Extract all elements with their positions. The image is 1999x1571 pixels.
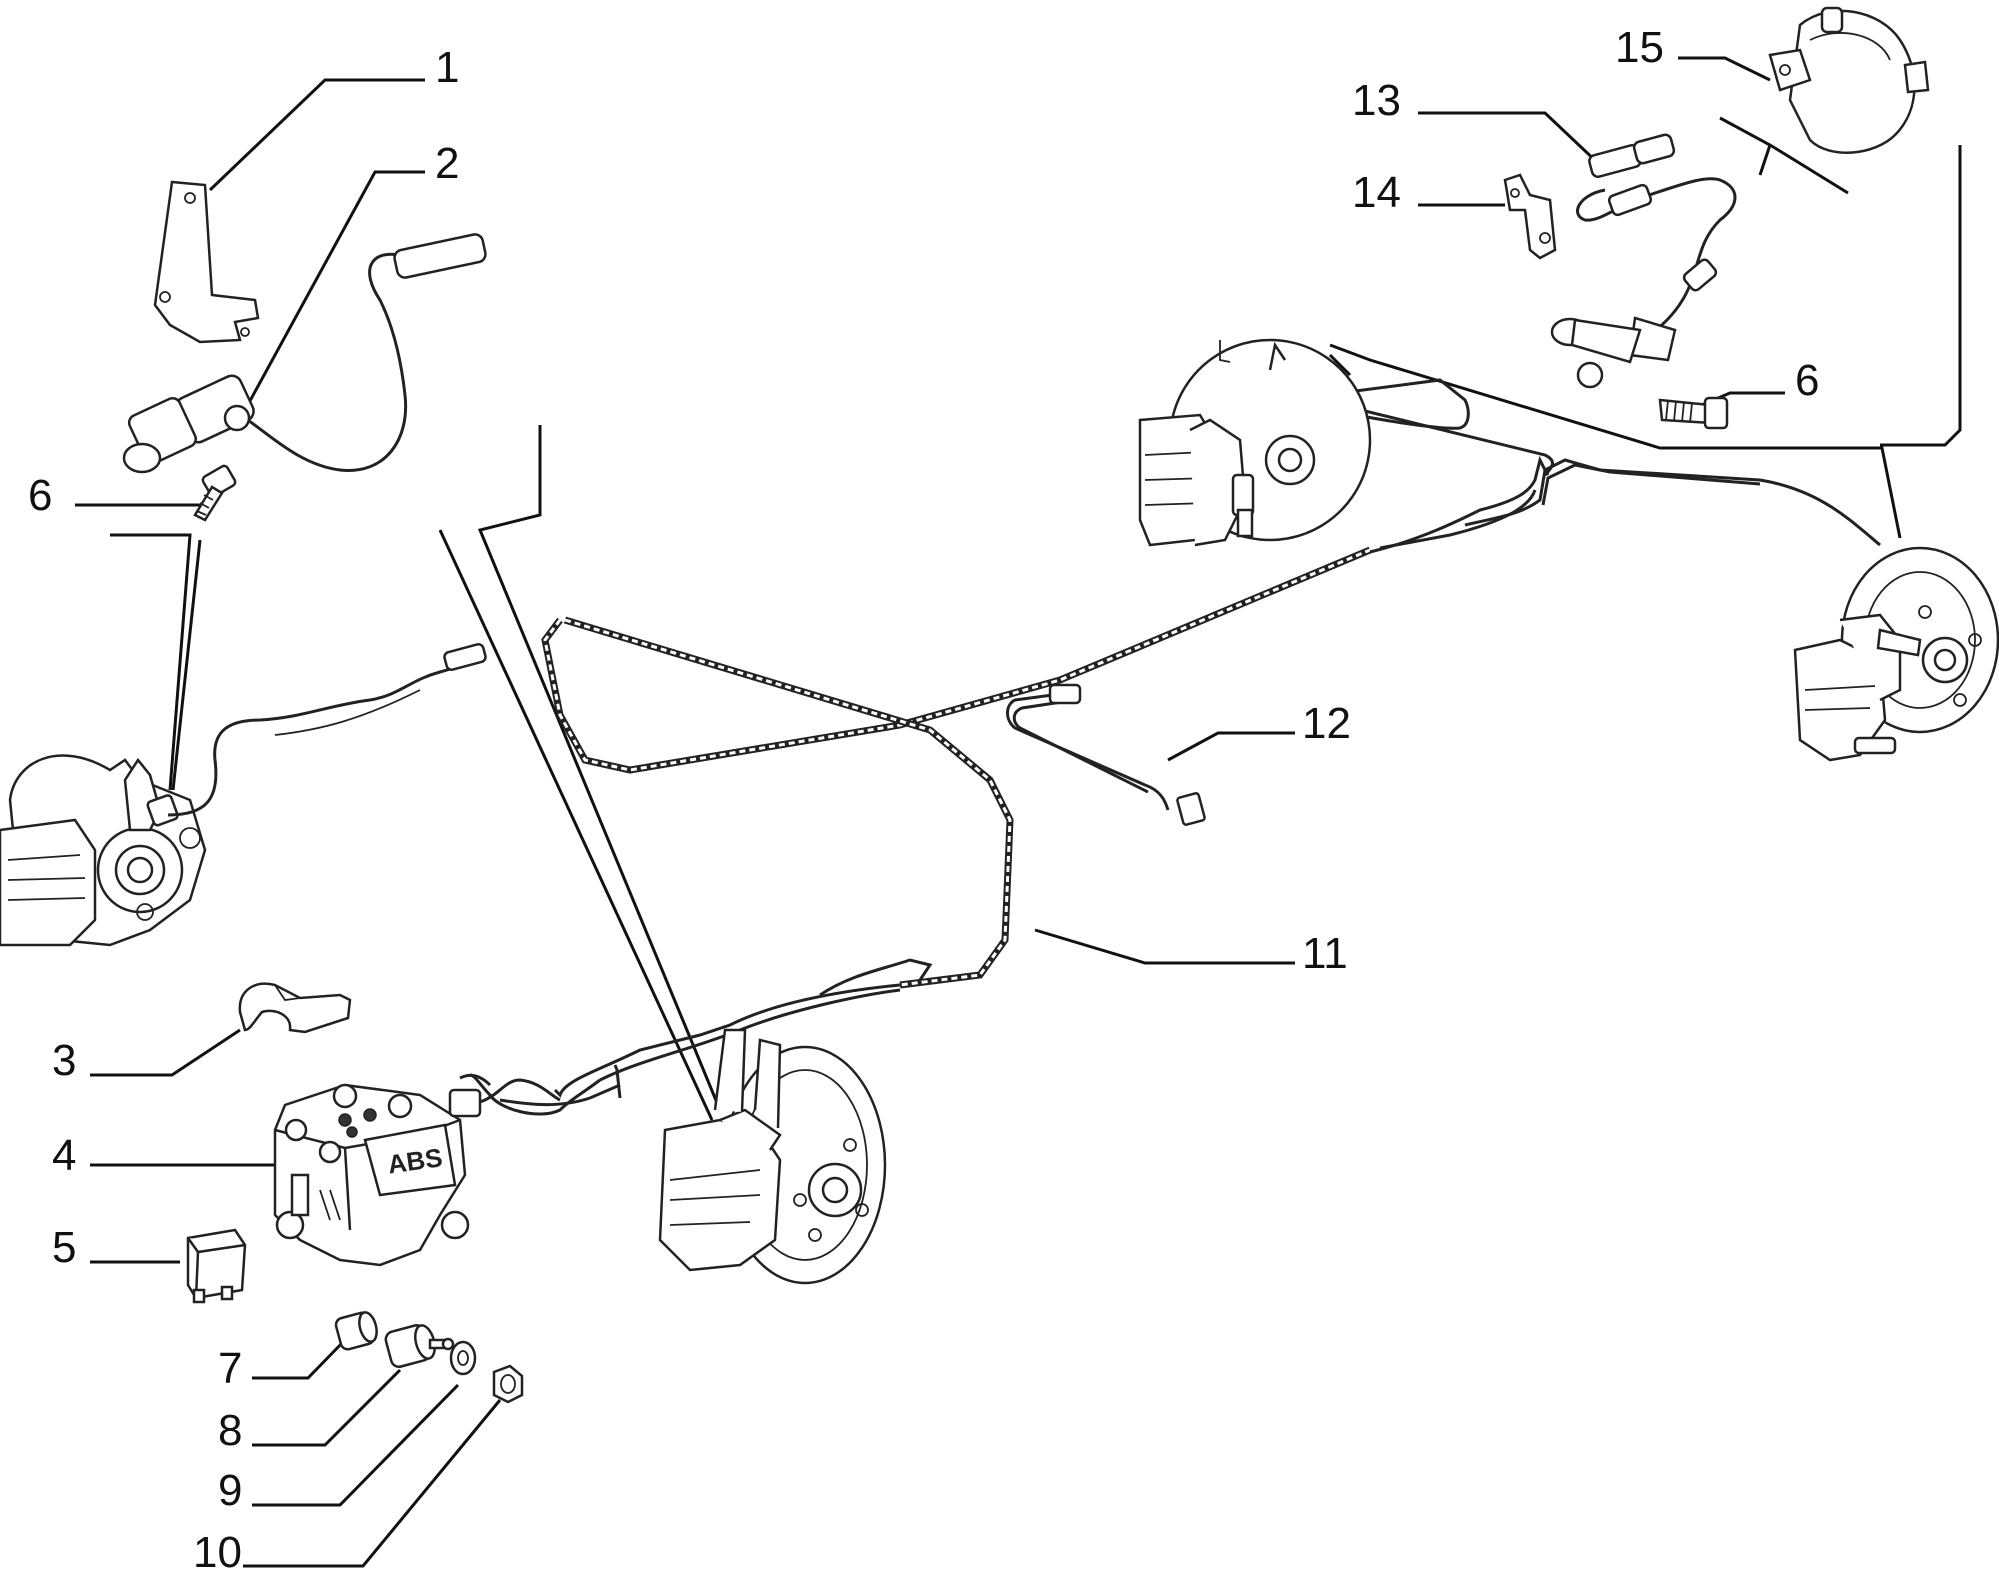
sensor-lead bbox=[1006, 683, 1206, 826]
callout-11: 11 bbox=[1302, 929, 1348, 978]
sensor-clip bbox=[1503, 173, 1557, 260]
rubber-mount bbox=[384, 1323, 455, 1369]
callout-2: 2 bbox=[435, 139, 459, 188]
callout-7: 7 bbox=[218, 1344, 242, 1393]
harness-connector bbox=[448, 1078, 561, 1118]
callout-8: 8 bbox=[218, 1406, 242, 1455]
rear-wheel-sensor bbox=[1550, 133, 1737, 389]
wiring-harness bbox=[459, 378, 1881, 1116]
sensor-cover bbox=[1768, 6, 1930, 154]
callout-5: 5 bbox=[52, 1223, 76, 1272]
callout-14: 14 bbox=[1352, 168, 1401, 217]
front-right-brake-assembly bbox=[658, 1028, 887, 1285]
callout-4: 4 bbox=[52, 1131, 76, 1180]
rear-left-brake-assembly bbox=[1138, 338, 1372, 547]
sensor-bracket bbox=[153, 180, 260, 344]
spacer-bush bbox=[334, 1311, 378, 1351]
rear-right-brake-assembly bbox=[1793, 546, 1999, 762]
callout-6-left: 6 bbox=[28, 471, 52, 520]
bolt-right bbox=[1658, 396, 1729, 430]
callout-1: 1 bbox=[435, 43, 459, 92]
front-left-brake-assembly bbox=[0, 643, 487, 947]
callout-15: 15 bbox=[1615, 23, 1664, 72]
callout-9: 9 bbox=[218, 1466, 242, 1515]
module-clamp bbox=[238, 982, 352, 1034]
callout-10: 10 bbox=[193, 1528, 242, 1571]
callout-6-right: 6 bbox=[1795, 356, 1819, 405]
callout-3: 3 bbox=[52, 1036, 76, 1085]
front-wheel-sensor bbox=[122, 233, 487, 474]
fuse bbox=[186, 1228, 247, 1304]
leader-lines bbox=[75, 56, 1962, 1568]
nut bbox=[492, 1364, 524, 1404]
callout-12: 12 bbox=[1302, 699, 1351, 748]
bolt-left bbox=[193, 464, 237, 522]
abs-hydraulic-module: ABS bbox=[273, 1083, 470, 1267]
callout-13: 13 bbox=[1352, 76, 1401, 125]
washer bbox=[449, 1340, 477, 1376]
